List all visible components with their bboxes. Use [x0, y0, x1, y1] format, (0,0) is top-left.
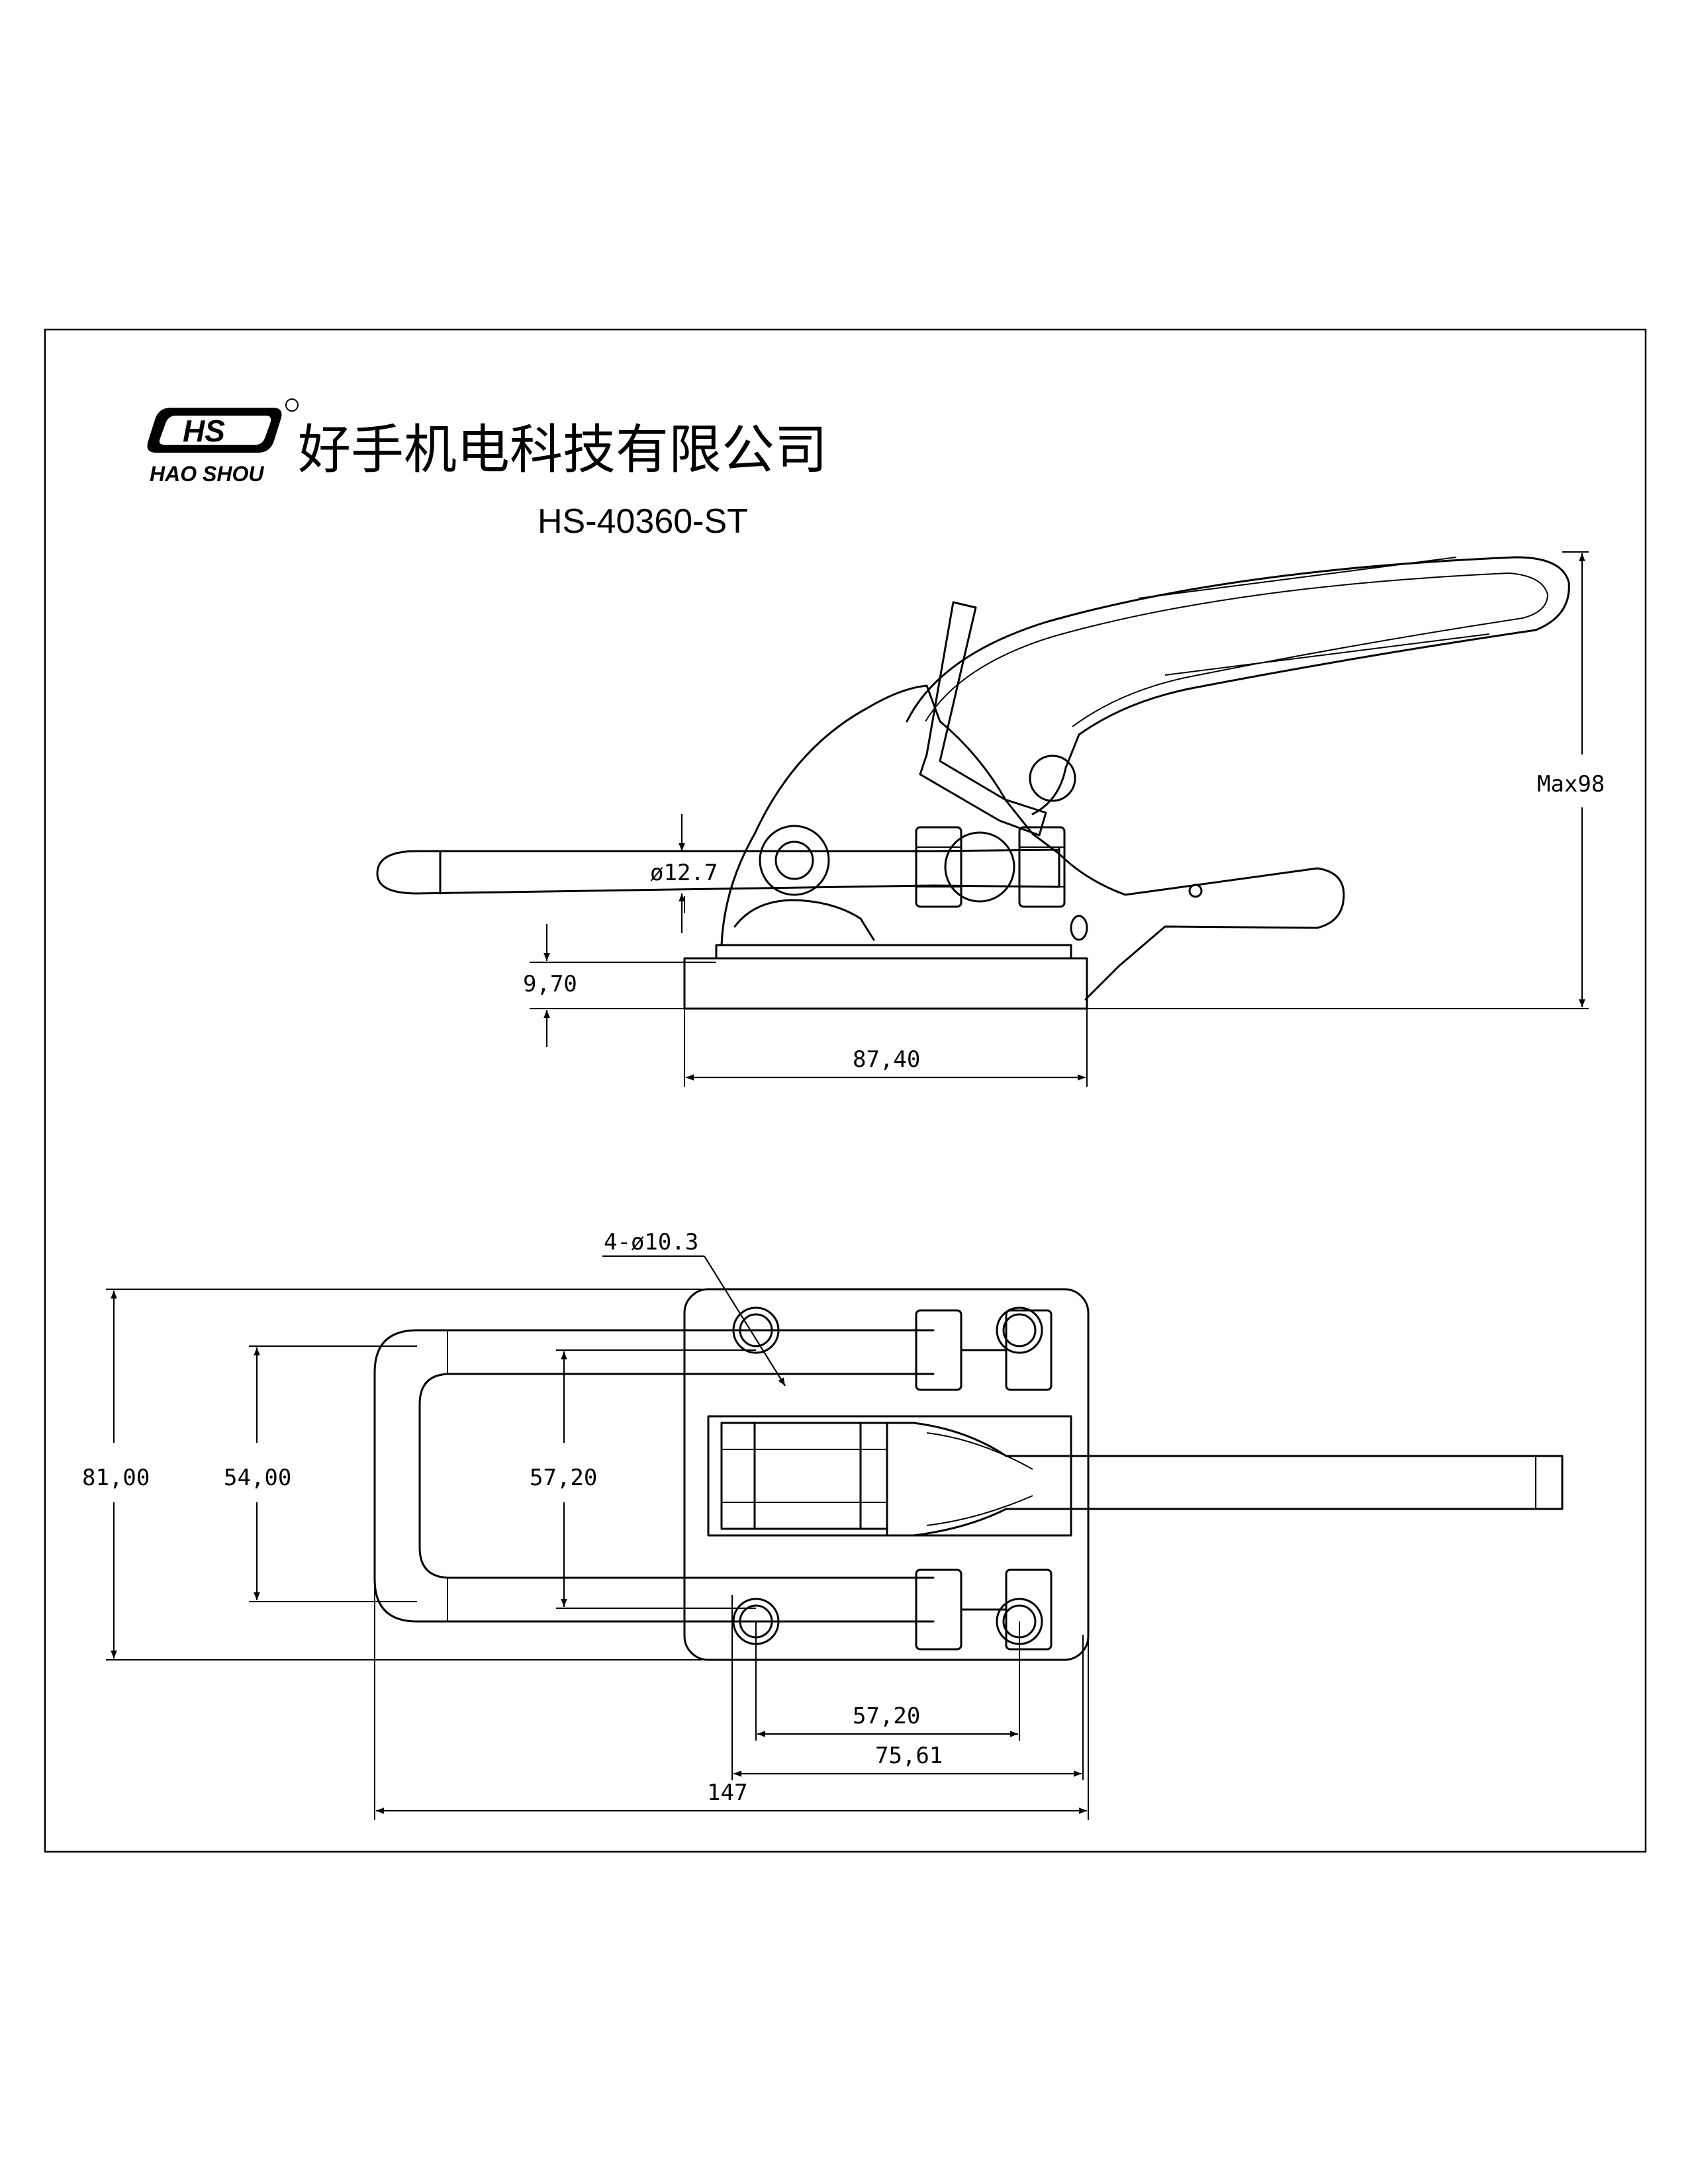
- dim-loop-width-label: 54,00: [224, 1465, 291, 1491]
- top-clamp-body: [707, 1415, 1072, 1537]
- top-handle: [886, 1422, 1564, 1537]
- company-name: 好手机电科技有限公司: [298, 419, 827, 480]
- dim-base-length: 87,40: [684, 1009, 1088, 1087]
- side-view: ø12.7 Max98 9,70 87,40: [376, 551, 1605, 1087]
- drawing-frame: [44, 328, 1647, 1853]
- dim-hole-spacing-y-label: 57,20: [530, 1465, 597, 1491]
- dim-hole-spacing-x-label: 57,20: [853, 1703, 920, 1729]
- dim-base-thickness-label: 9,70: [523, 971, 577, 997]
- dim-overall-width-label: 81,00: [82, 1465, 150, 1491]
- u-loop: [373, 1329, 935, 1623]
- dim-holes: 4-ø10.3: [602, 1229, 786, 1387]
- top-view: 4-ø10.3 81,00 54,00 57,20: [82, 1229, 1564, 1820]
- dim-max-height: Max98: [1087, 551, 1605, 1009]
- dim-max-height-label: Max98: [1537, 771, 1605, 797]
- release-lever: [919, 601, 1047, 837]
- dim-holes-label: 4-ø10.3: [604, 1229, 698, 1255]
- logo-brand-text: HAO SHOU: [150, 462, 264, 486]
- base-plate: [683, 957, 1088, 1010]
- spindle-rod: [376, 847, 1060, 895]
- dim-overall-length: 147: [374, 1588, 1089, 1820]
- clamp-body: [720, 684, 1345, 1001]
- dim-loop-width: 54,00: [224, 1345, 417, 1602]
- logo: HS HAO SHOU: [147, 398, 299, 486]
- dim-overall-length-label: 147: [707, 1780, 747, 1806]
- hex-nut-left: [915, 826, 962, 908]
- dim-base-length-label: 87,40: [853, 1046, 920, 1073]
- hex-nut-right: [1018, 826, 1066, 908]
- dim-base-span: 75,61: [731, 1595, 1084, 1780]
- dim-rod-diameter: ø12.7: [650, 814, 718, 933]
- handle: [906, 556, 1570, 815]
- logo-mark-text: HS: [183, 414, 225, 448]
- hs-logo-mark: HS: [147, 398, 299, 453]
- dim-hole-spacing-y: 57,20: [530, 1349, 756, 1609]
- dim-overall-width: 81,00: [82, 1289, 702, 1661]
- dim-base-span-label: 75,61: [875, 1743, 943, 1769]
- dim-rod-diameter-label: ø12.7: [650, 860, 718, 886]
- registered-icon: [285, 398, 299, 412]
- model-number: HS-40360-ST: [538, 502, 748, 541]
- top-base-plate: [683, 1288, 1090, 1661]
- dim-base-thickness: 9,70: [523, 924, 716, 1047]
- dim-hole-spacing-x: 57,20: [755, 1621, 1020, 1741]
